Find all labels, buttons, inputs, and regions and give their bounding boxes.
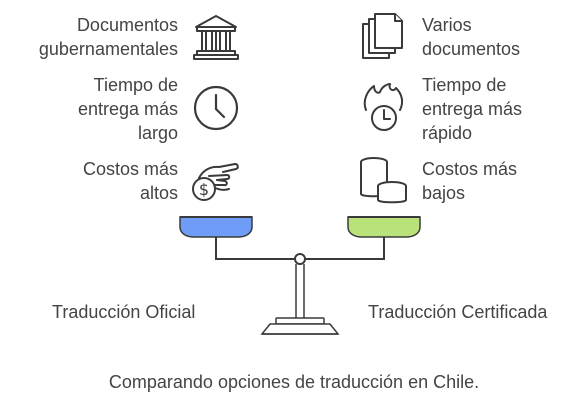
right-item-2-text: Tiempo de entrega más rápido [422,75,523,143]
left-scale-pan [179,216,253,238]
fast-clock-icon [360,82,408,132]
hand-money-icon: $ [191,158,241,204]
left-item-2-text: Tiempo de entrega más largo [77,75,178,143]
coin-stack-icon [358,156,410,206]
left-option-label: Traducción Oficial [52,302,196,322]
scale-column [295,264,305,318]
government-building-icon [192,13,240,61]
scale-base [260,317,340,335]
stacked-documents-icon [360,12,406,62]
diagram-caption: Comparando opciones de traducción en Chi… [108,372,480,392]
right-item-1-text: Varios documentos [422,15,521,59]
left-item-3-text: Costos más altos [82,159,178,203]
right-option-label: Traducción Certificada [368,302,548,322]
clock-icon [192,84,240,132]
right-scale-pan [347,216,421,238]
scale-pivot [294,253,306,265]
svg-text:$: $ [199,180,209,199]
right-item-3-text: Costos más bajos [422,159,518,203]
left-item-1-text: Documentos gubernamentales [38,15,178,59]
